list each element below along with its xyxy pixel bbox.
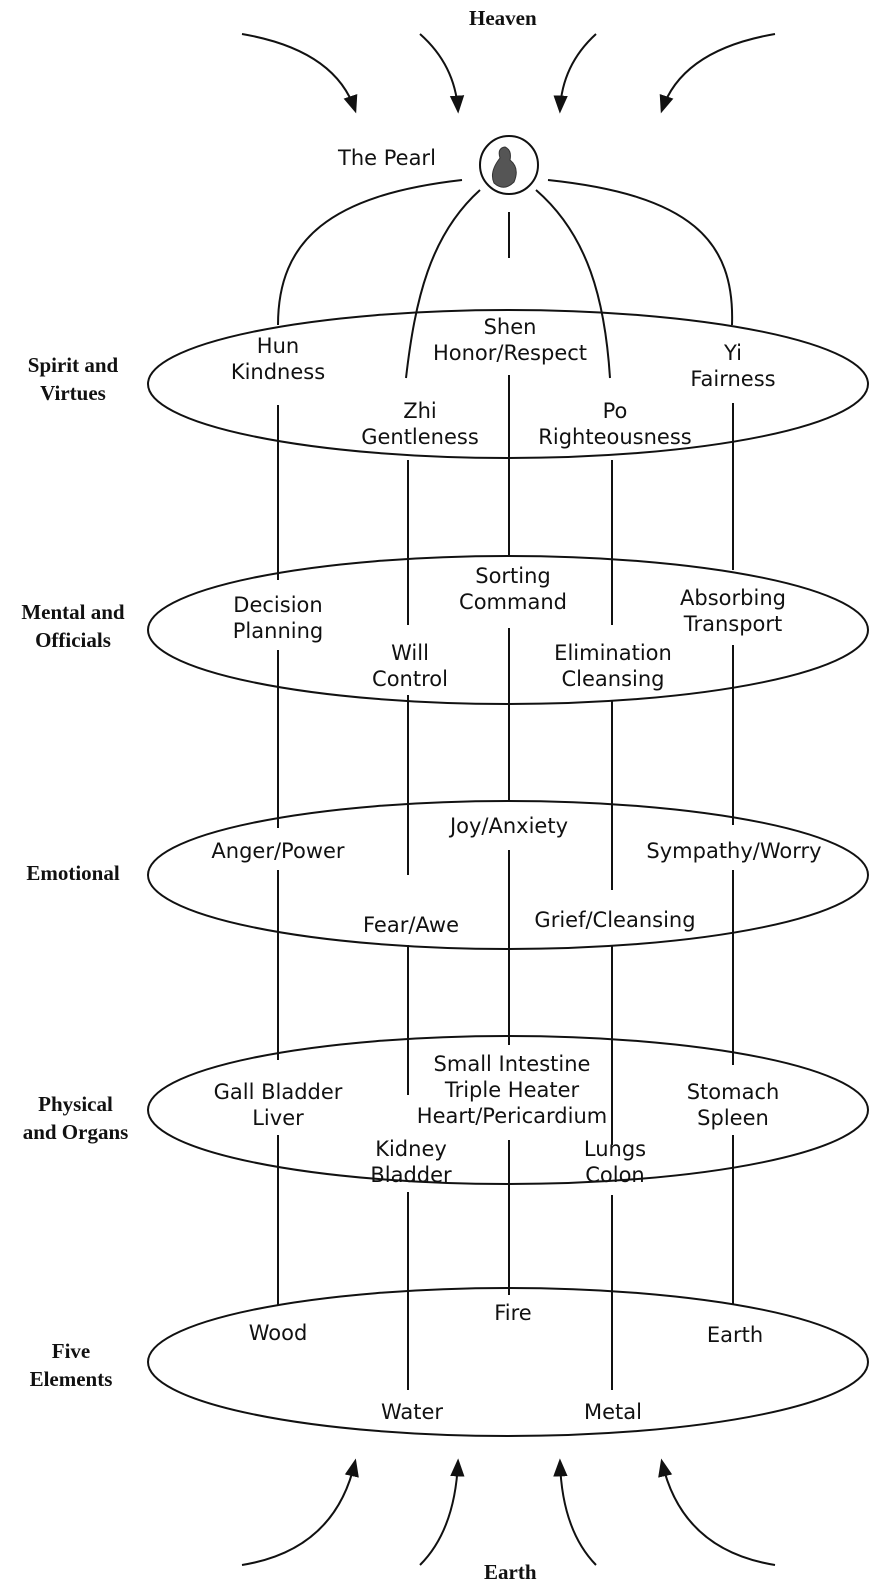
heaven-label: Heaven [469, 6, 537, 30]
label-anger-power: Anger/Power [211, 839, 345, 863]
label-sympathy-worry: Sympathy/Worry [646, 839, 822, 863]
earth-arrow-3 [553, 1458, 597, 1566]
pearl-circle [479, 135, 539, 195]
dome-arc-left [277, 179, 463, 326]
inner-arc-left [405, 189, 481, 379]
earth-arrow-2 [419, 1458, 465, 1566]
label-fear-awe: Fear/Awe [362, 913, 460, 937]
heaven-arrow-2 [419, 33, 465, 114]
earth-label: Earth [484, 1560, 537, 1584]
heaven-arrow-3 [553, 33, 597, 114]
earth-arrow-1 [241, 1458, 359, 1566]
label-wood: Wood [248, 1321, 308, 1345]
label-fire: Fire [494, 1301, 532, 1325]
pearl-label: The Pearl [338, 146, 436, 170]
pearl-figure-icon [492, 146, 517, 188]
level-title-emotional: Emotional [26, 861, 120, 885]
label-water: Water [380, 1400, 444, 1424]
heaven-arrow-4 [659, 33, 776, 114]
label-grief-cleansing: Grief/Cleansing [534, 908, 696, 932]
inner-arc-right [535, 189, 611, 379]
label-joy-anxiety: Joy/Anxiety [449, 814, 569, 838]
label-earth: Earth [706, 1323, 764, 1347]
heaven-arrow-1 [241, 33, 358, 114]
dome-arc-right [547, 179, 734, 326]
label-metal: Metal [584, 1400, 642, 1424]
earth-arrow-4 [658, 1458, 776, 1566]
